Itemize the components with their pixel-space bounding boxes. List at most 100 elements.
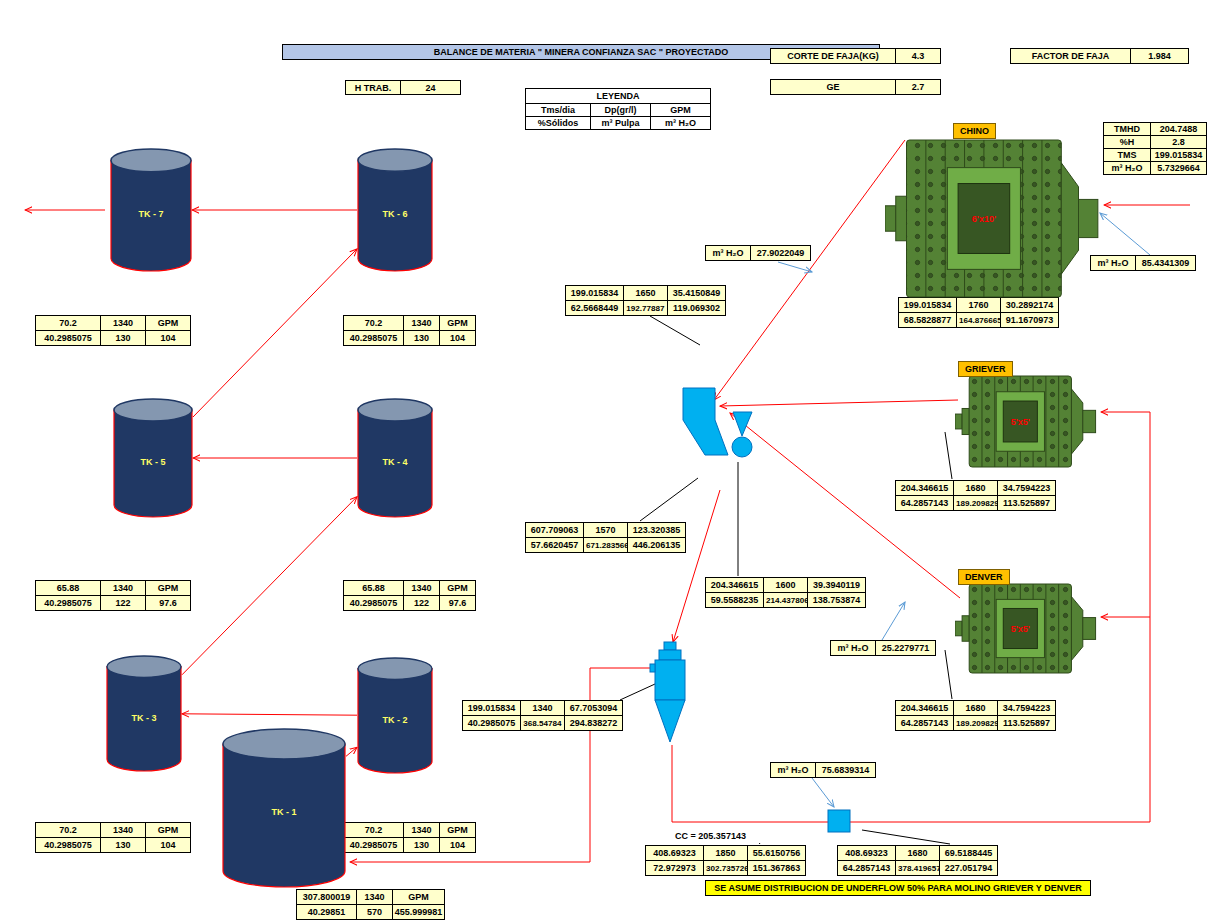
table-cell: m³ H₂O (1090, 255, 1136, 271)
cell-text: 2.8 (1172, 137, 1185, 147)
tank-label: TK - 6 (382, 209, 407, 219)
cell-text: 214.437806 (766, 596, 809, 605)
table-cell: 64.2857143 (895, 715, 954, 731)
table-cell: 1570 (583, 522, 628, 538)
table-cell: 70.2 (343, 822, 404, 838)
cell-text: 1340 (411, 318, 431, 328)
table-cell: 455.999981 (392, 904, 445, 920)
table-cell: 570 (356, 904, 393, 920)
water-lines (778, 213, 1150, 807)
cell-text: 70.2 (59, 825, 77, 835)
cell-text: 204.7488 (1160, 124, 1198, 134)
note-banner: SE ASUME DISTRIBUCION DE UNDERFLOW 50% P… (705, 880, 1091, 896)
cell-text: 1570 (595, 525, 615, 535)
cell-text: CC = 205.357143 (675, 831, 746, 841)
flow-arrow (193, 458, 357, 459)
tank: TK - 5 (113, 398, 193, 518)
table-cell: 40.2985075 (343, 330, 404, 346)
hydrocyclone-symbol (650, 642, 685, 742)
table-cell: GPM (650, 103, 711, 117)
table-cell: 122 (100, 595, 146, 611)
cell-text: 2.7 (912, 82, 925, 92)
table-cell: GPM (145, 315, 191, 331)
cell-text: 570 (367, 907, 382, 917)
cell-text: 1340 (532, 703, 552, 713)
cell-text: m³ H₂O (838, 643, 869, 653)
table-cell: 5.7329664 (1150, 161, 1207, 175)
cell-text: 104 (160, 333, 175, 343)
table-cell: 30.2892174 (1000, 297, 1059, 313)
pulp-lines (25, 140, 1190, 862)
table-cell: 119.069302 (667, 300, 726, 316)
cell-text: TMHD (1114, 124, 1140, 134)
cell-text: 1340 (113, 825, 133, 835)
table-cell: 97.6 (439, 595, 476, 611)
tank-label: TK - 4 (382, 457, 407, 467)
table-cell: 40.2985075 (35, 330, 101, 346)
table-cell: 1340 (403, 315, 440, 331)
cell-text: 122 (115, 598, 130, 608)
cell-text: 671.283566 (586, 541, 629, 550)
table-cell: 34.7594223 (997, 480, 1056, 496)
table-cell: GPM (145, 580, 191, 596)
flow-arrow (182, 714, 357, 715)
pump-box (828, 810, 850, 832)
table-cell: 130 (100, 837, 146, 853)
table-cell: 607.709063 (525, 522, 584, 538)
table-cell: 85.4341309 (1135, 255, 1196, 271)
table-cell: 1.984 (1130, 48, 1189, 64)
cell-text: 59.5588235 (711, 595, 759, 605)
cell-text: GPM (158, 825, 179, 835)
ball-mill: DENVER5'x5' (955, 566, 1097, 674)
mill-size-area: 5'x5' (955, 375, 1086, 468)
table-cell: 27.9022049 (750, 245, 811, 261)
table-cell: 1680 (953, 700, 998, 716)
cell-text: 64.2857143 (901, 718, 949, 728)
table-cell: 1340 (356, 889, 393, 905)
table-cell: GPM (145, 822, 191, 838)
cell-text: 1340 (113, 583, 133, 593)
cell-text: GPM (408, 892, 429, 902)
cell-text: GE (826, 82, 839, 92)
table-cell: 1680 (953, 480, 998, 496)
table-cell: %H (1103, 135, 1151, 149)
cell-text: 408.69323 (845, 848, 888, 858)
tank-label: TK - 3 (131, 713, 156, 723)
cell-text: TMS (1118, 150, 1137, 160)
cell-text: 204.346615 (901, 483, 949, 493)
table-cell: 64.2857143 (895, 495, 954, 511)
table-cell: m³ H₂O (1103, 161, 1151, 175)
cell-text: m³ H₂O (665, 118, 696, 128)
cell-text: 199.015834 (904, 300, 952, 310)
cell-text: 607.709063 (531, 525, 579, 535)
table-cell: 34.7594223 (997, 700, 1056, 716)
table-cell: 39.3940119 (807, 577, 866, 593)
table-cell: GPM (392, 889, 445, 905)
cell-text: 204.346615 (711, 580, 759, 590)
cell-text: 130 (414, 840, 429, 850)
cell-text: 5.7329664 (1157, 163, 1200, 173)
cell-text: SE ASUME DISTRIBUCION DE UNDERFLOW 50% P… (714, 883, 1081, 893)
cell-text: 151.367863 (753, 863, 801, 873)
table-cell: 1340 (100, 315, 146, 331)
ball-mill: GRIEVER5'x5' (955, 358, 1097, 468)
table-cell: 1340 (403, 822, 440, 838)
table-cell: 75.6839314 (815, 762, 876, 778)
cell-text: m³ Pulpa (601, 118, 639, 128)
cell-text: 164.876665 (959, 316, 1002, 325)
cell-text: 1.984 (1148, 51, 1171, 61)
table-cell: 4.3 (895, 48, 941, 64)
cell-text: 70.2 (365, 318, 383, 328)
cell-text: 1760 (968, 300, 988, 310)
table-cell: 408.69323 (645, 845, 704, 861)
table-cell: 671.283566 (583, 537, 632, 553)
table-cell: m³ H₂O (830, 640, 876, 656)
mill-size-area: 6'x10' (885, 139, 1083, 298)
cell-text: 57.6620457 (531, 540, 579, 550)
cell-text: 199.015834 (468, 703, 516, 713)
cell-text: GPM (670, 105, 691, 115)
table-cell: 123.320385 (627, 522, 686, 538)
tank: TK - 7 (110, 148, 192, 272)
tank: TK - 6 (357, 148, 433, 272)
cell-text: 34.7594223 (1003, 483, 1051, 493)
